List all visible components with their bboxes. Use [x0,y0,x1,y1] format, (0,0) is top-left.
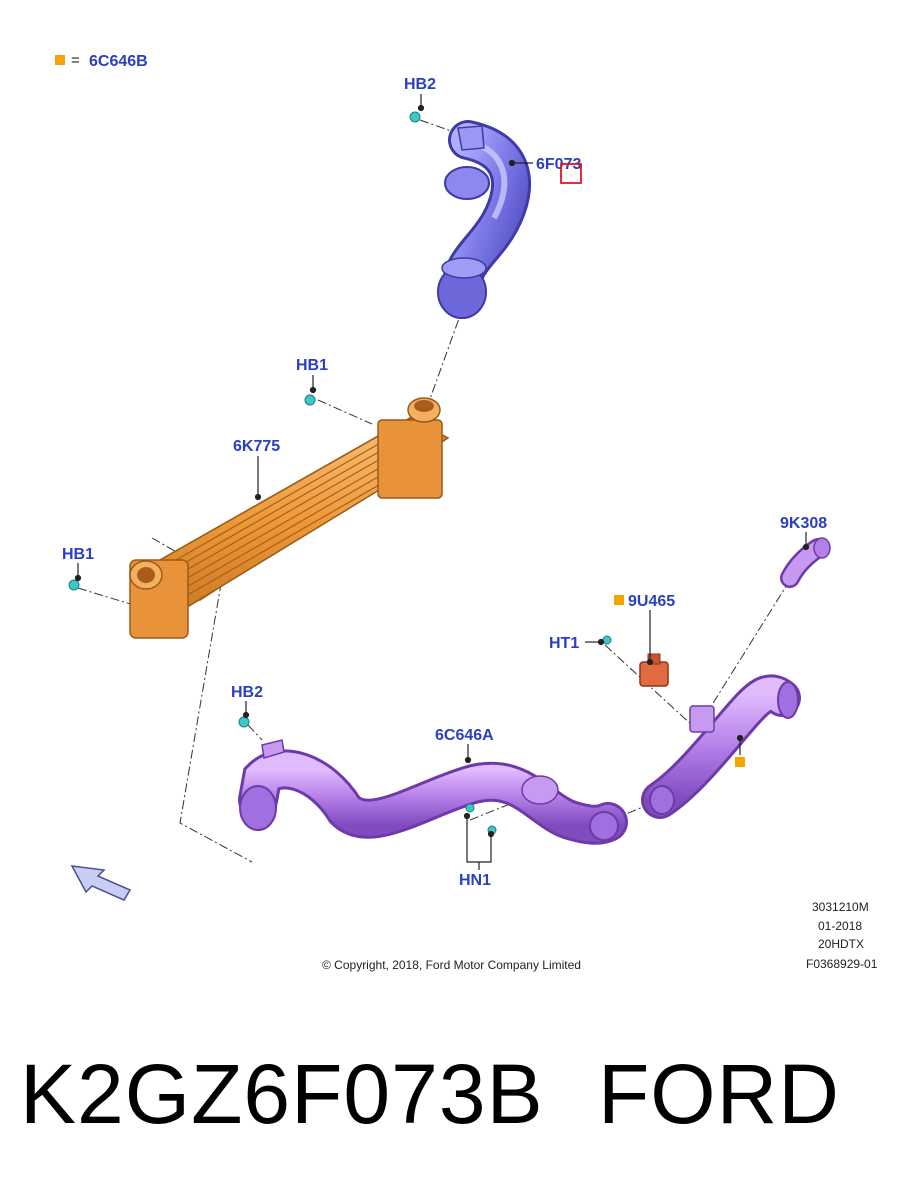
callout-hb1-left: HB1 [62,546,94,563]
orientation-arrow-icon [70,865,132,901]
callout-hb2-low: HB2 [231,684,263,701]
legend-symbol [55,55,65,65]
callout-6k775: 6K775 [233,438,280,455]
screw-ht1-icon [602,635,612,645]
callout-9k308: 9K308 [780,515,827,532]
bolt-hb2-low-icon [238,716,250,728]
intercooler [129,397,450,639]
callout-ht1: HT1 [549,635,579,652]
parts-diagram: = 6C646B [55,52,878,972]
callout-6f073: 6F073 [536,156,581,173]
clip-hn1-a-icon [465,803,475,813]
callout-6c646a: 6C646A [435,727,494,744]
callout-hb1-mid: HB1 [296,357,328,374]
pressure-sensor [639,653,669,687]
callout-hb2-top: HB2 [404,76,436,93]
meta-line-4: F0368929-01 [806,957,878,971]
copyright-notice: © Copyright, 2018, Ford Motor Company Li… [322,958,581,972]
meta-line-1: 3031210M [812,900,869,914]
lower-air-hose [238,739,628,845]
upper-air-hose [437,120,532,319]
highlight-box [560,163,582,184]
bolt-hb2-top-icon [409,111,421,123]
brand-name: FORD [598,1047,840,1141]
legend-marker-9u465 [614,595,624,605]
legend-marker-lower [735,757,745,767]
meta-line-2: 01-2018 [818,919,862,933]
callout-hn1: HN1 [459,872,491,889]
bolt-hb1-left-icon [68,579,80,591]
leader-lines [74,94,810,870]
legend-code: 6C646B [89,53,148,70]
meta-line-3: 20HDTX [818,937,864,951]
right-air-hose [641,537,831,819]
part-number: K2GZ6F073B [20,1047,544,1141]
bolt-hb1-mid-icon [304,394,316,406]
callout-9u465: 9U465 [628,593,675,610]
legend-equals: = [71,52,80,69]
